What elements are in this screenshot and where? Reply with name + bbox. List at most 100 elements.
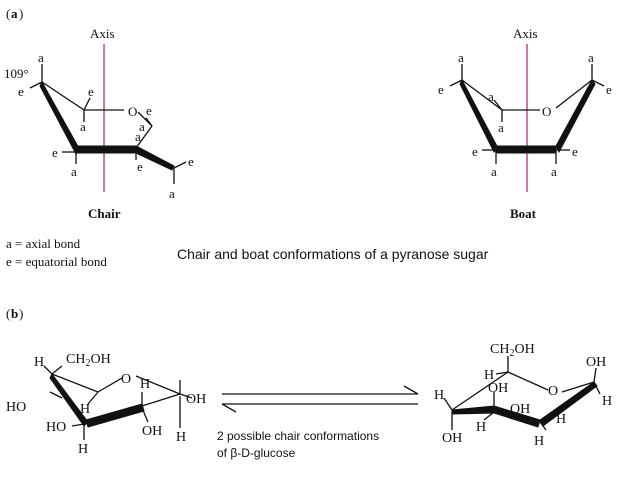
right-atom: OH — [586, 355, 606, 370]
left-atom: O — [121, 372, 131, 387]
left-wedge-left — [49, 373, 89, 427]
left-oh-bond — [141, 407, 149, 423]
chair-wedge-left — [39, 80, 81, 155]
chair-equatorial-bond-2 — [83, 97, 91, 111]
left-atom: H — [80, 402, 90, 417]
left-atom: H — [78, 442, 88, 457]
chair-axis-label: Axis — [90, 26, 115, 41]
right-atom: H — [434, 388, 444, 403]
left-ho-bond — [71, 423, 85, 427]
boat-bond-label: a — [498, 120, 504, 135]
panel-a-caption: Chair and boat conformations of a pyrano… — [177, 246, 489, 262]
left-atom: H — [140, 377, 150, 392]
chair-bond-label: a — [80, 119, 86, 134]
chair-bond-label: e — [52, 145, 58, 160]
reverse-arrow-head — [221, 403, 237, 413]
left-atom: H — [176, 430, 186, 445]
right-oh-bond — [593, 367, 597, 383]
chair-bond-label: a — [139, 119, 145, 134]
right-wedge-left — [451, 405, 497, 415]
right-atom: H — [602, 394, 612, 409]
boat-bond-label: a — [588, 50, 594, 65]
right-bond-o-c1 — [561, 381, 595, 393]
boat-bond-label: a — [488, 89, 494, 104]
chair-wedge-front — [77, 145, 137, 154]
left-atom: HO — [6, 400, 26, 415]
right-h-bond — [593, 381, 601, 395]
right-atom: OH — [510, 402, 530, 417]
boat-bond-label: e — [572, 144, 578, 159]
left-bond-c5-o — [97, 377, 123, 393]
chair-bond-label: a — [169, 186, 175, 201]
left-atom: HO — [46, 420, 66, 435]
right-atom: H — [534, 434, 544, 449]
panel-b-caption-line1: 2 possible chair conformations — [217, 429, 379, 443]
right-atom: H — [484, 368, 494, 383]
legend-equatorial: e = equatorial bond — [6, 254, 107, 269]
chair-bond-label: e — [188, 154, 194, 169]
left-h-bond — [43, 365, 53, 375]
boat-axis-label: Axis — [513, 26, 538, 41]
right-bond-c5-c4 — [451, 371, 509, 411]
boat-bond-label: a — [491, 164, 497, 179]
right-ch2oh: CH2OH — [490, 342, 535, 359]
boat-wedge-right — [555, 79, 596, 154]
boat-bond-label: a — [458, 50, 464, 65]
chair-bond-label: a — [71, 164, 77, 179]
boat-bond-label: a — [551, 164, 557, 179]
left-atom: OH — [186, 392, 206, 407]
boat-bond-o-c1 — [555, 79, 593, 109]
equilibrium-arrows — [221, 385, 419, 413]
boat-equatorial-bond-1 — [449, 79, 463, 87]
left-bond-o-c1 — [135, 375, 181, 395]
boat-conformation: Axis O a e a e a a e a e a Boat — [438, 26, 612, 221]
boat-equatorial-bond-5 — [493, 99, 503, 111]
boat-ring-oxygen: O — [542, 104, 551, 119]
chair-title: Chair — [88, 206, 121, 221]
right-oh-bond — [539, 421, 547, 431]
chair-bond-c5-c4 — [41, 81, 85, 111]
chair-ring-oxygen: O — [128, 104, 137, 119]
chair-bond-c1-c2 — [135, 125, 153, 149]
left-wedge-front — [85, 403, 145, 428]
boat-wedge-left — [459, 78, 499, 153]
chair-bond-label: e — [18, 84, 24, 99]
left-atom: OH — [142, 424, 162, 439]
right-bond-c5-o — [507, 371, 549, 391]
right-glucose-chair: CH2OH OH H O OH H H H OH H OH H — [434, 342, 612, 449]
left-oh-bond — [179, 393, 193, 399]
chair-bond-label: e — [137, 159, 143, 174]
panel-b-label-letter: b — [11, 306, 18, 321]
boat-wedge-front — [495, 145, 557, 154]
chair-equatorial-bond-3 — [145, 117, 153, 127]
left-atom: H — [34, 355, 44, 370]
right-atom: O — [548, 384, 558, 399]
right-h-bond — [483, 411, 495, 421]
left-glucose-chair: CH2OH H O H HO H OH HO OH H H — [6, 352, 206, 457]
chair-bond-label: e — [146, 103, 152, 118]
panel-b-label-open: ( — [6, 306, 10, 321]
left-bond-c2-c1 — [141, 393, 181, 407]
right-atom: OH — [488, 381, 508, 396]
left-ho-bond — [49, 391, 63, 399]
panel-a-label-open: ( — [6, 6, 10, 21]
right-atom: H — [476, 420, 486, 435]
left-h-bond — [87, 391, 99, 405]
legend-axial: a = axial bond — [6, 236, 81, 251]
left-ch2oh: CH2OH — [66, 352, 111, 369]
boat-bond-label: e — [606, 82, 612, 97]
chair-conformation: Axis O 109° a e e a a e e a a e e a — [4, 26, 194, 221]
panel-a-label-close: ) — [19, 6, 23, 21]
chair-equatorial-bond-1 — [29, 81, 43, 89]
boat-bond-c5-c4 — [461, 79, 503, 111]
right-h-bond — [539, 417, 555, 423]
boat-bond-label: e — [438, 82, 444, 97]
forward-arrow-head — [403, 385, 419, 395]
right-atom: OH — [442, 431, 462, 446]
boat-title: Boat — [510, 206, 537, 221]
panel-b-label-close: ) — [19, 306, 23, 321]
chair-bond-label: a — [38, 50, 44, 65]
right-h-bond — [443, 397, 453, 411]
panel-b-caption-line2: of β-D-glucose — [217, 446, 296, 460]
